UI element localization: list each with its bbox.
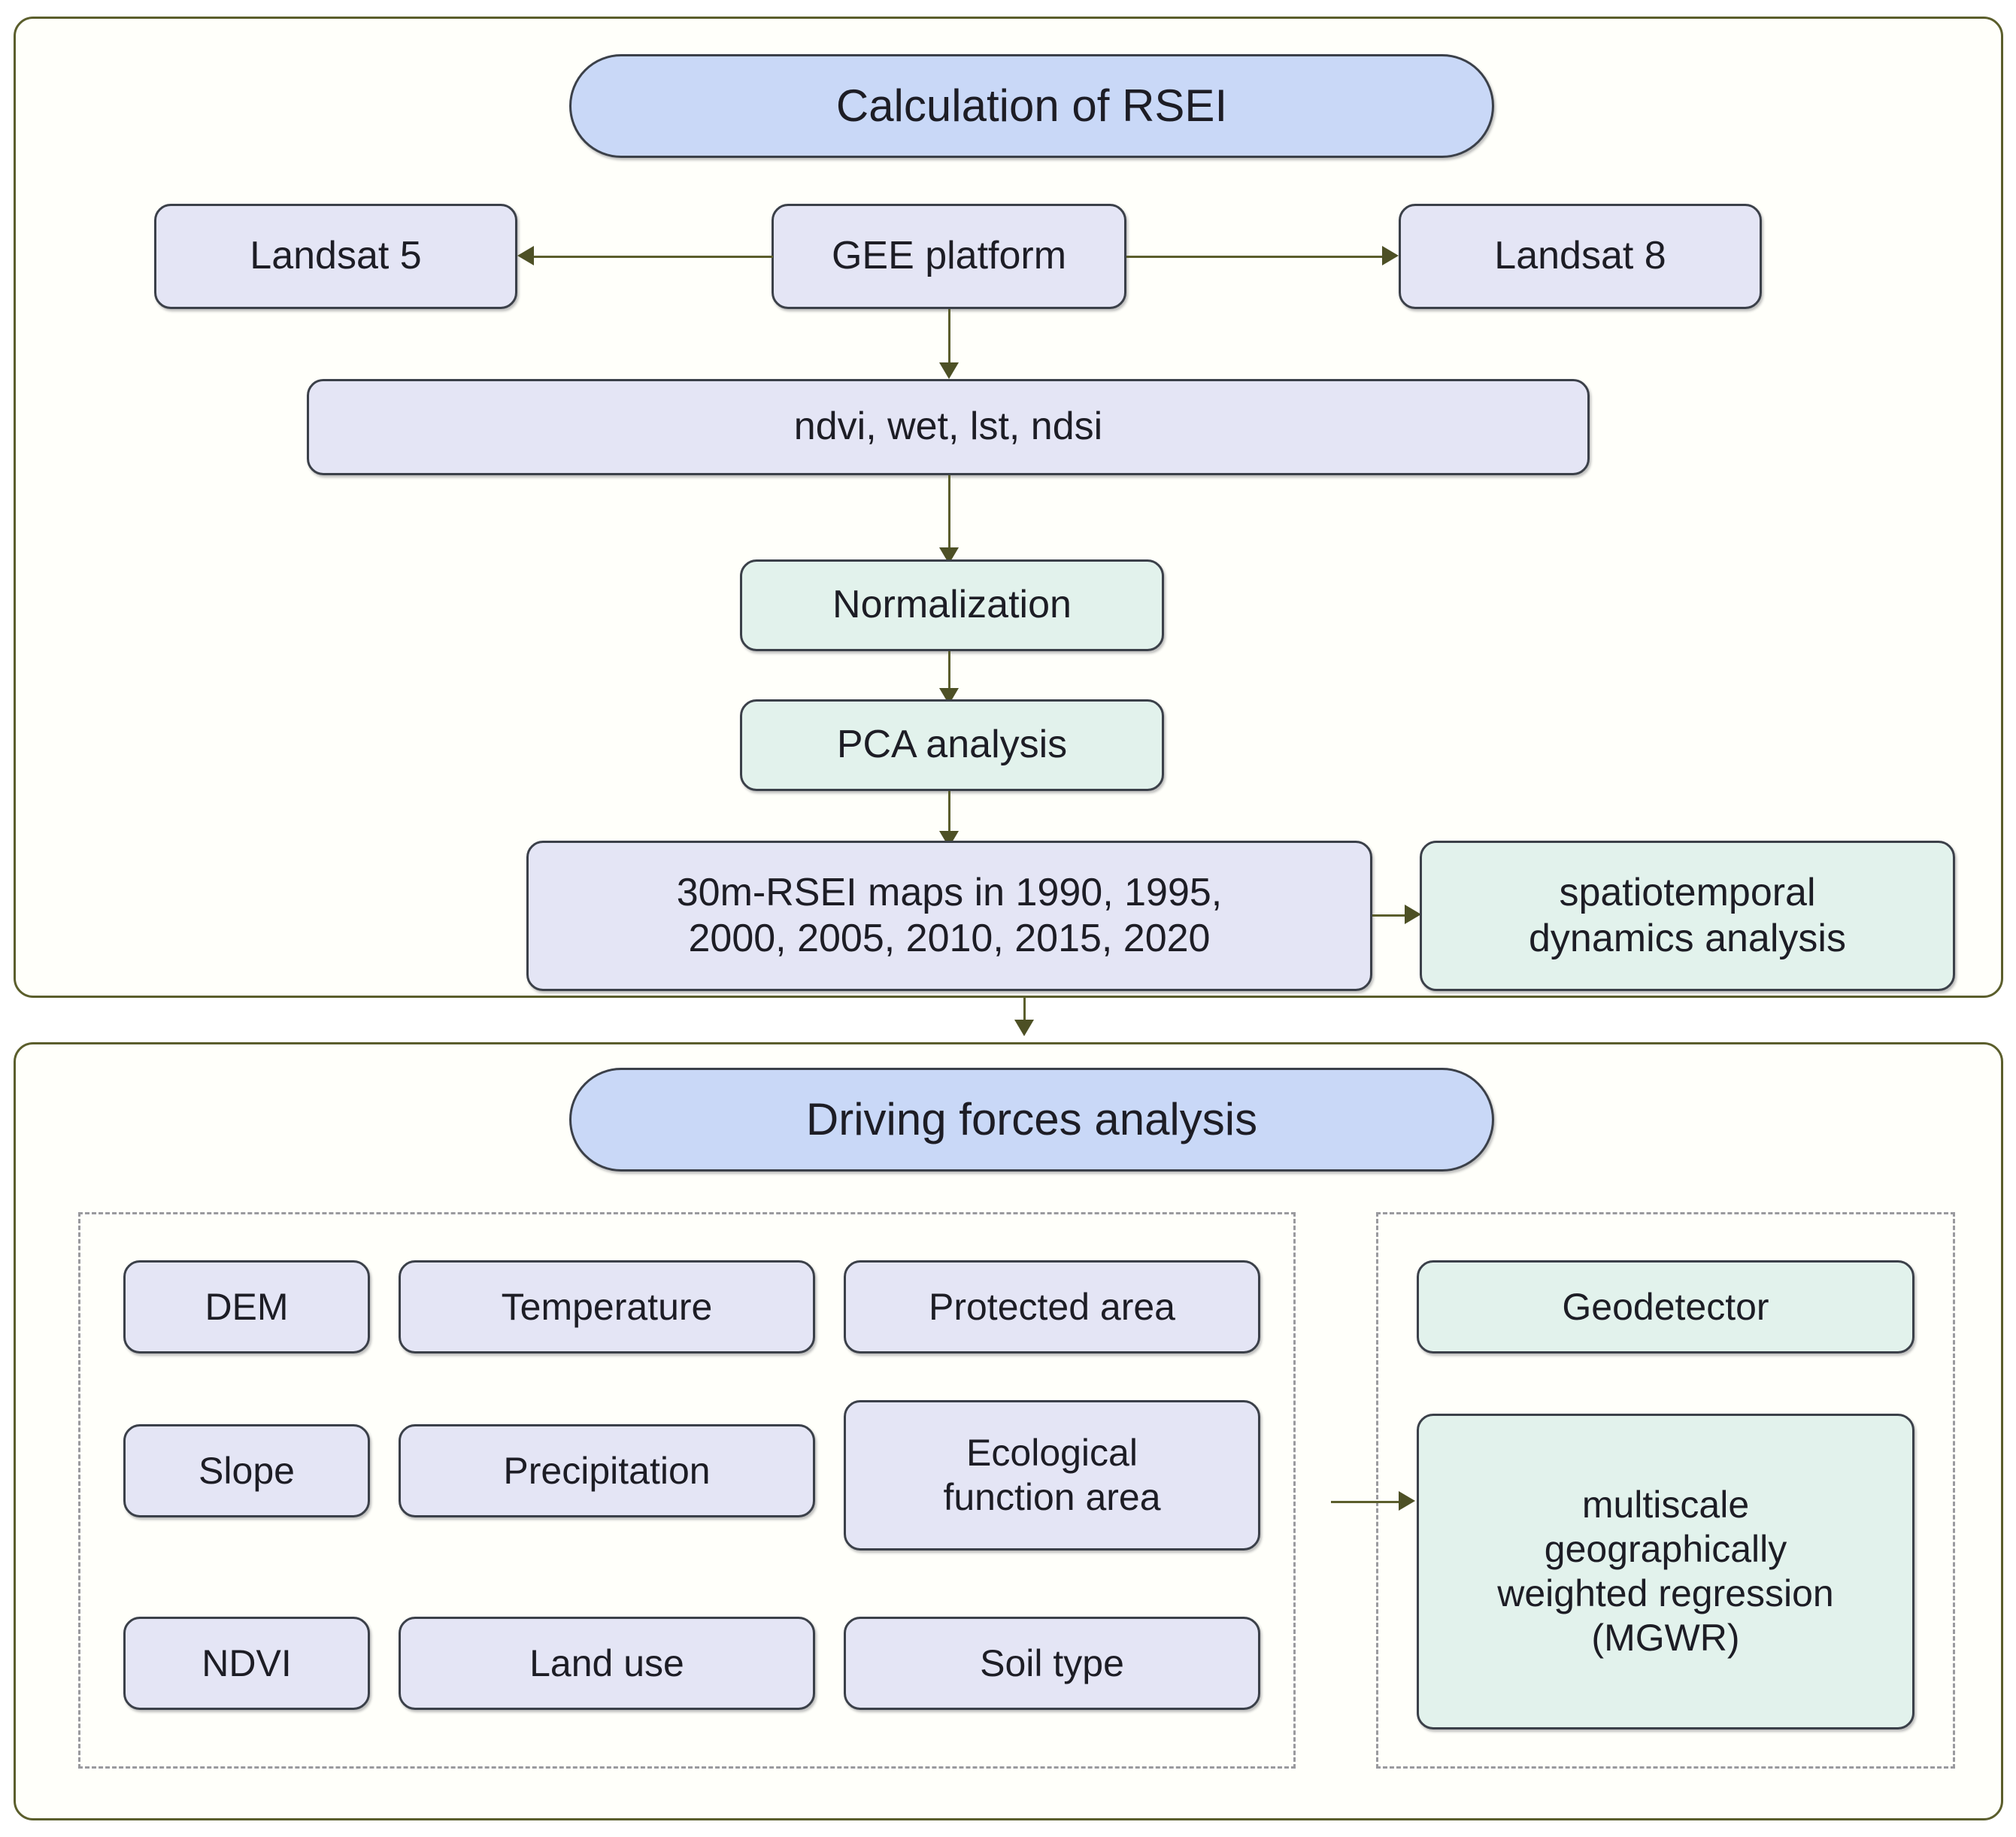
connector-gee-to-landsat8: [1126, 256, 1382, 258]
node-landsat-8[interactable]: Landsat 8: [1399, 204, 1762, 309]
connector-panel-calculation-to-panel-driving: [1023, 998, 1026, 1026]
connector-factors-to-methods: [1331, 1501, 1402, 1503]
method-mgwr[interactable]: multiscale geographically weighted regre…: [1417, 1414, 1914, 1729]
connector-normalization-to-pca: [948, 651, 950, 695]
node-pca-analysis[interactable]: PCA analysis: [740, 699, 1164, 791]
arrowhead-rsei-maps-to-spatiotemporal-icon: [1405, 905, 1421, 924]
connector-pca-to-rsei-maps: [948, 791, 950, 838]
connector-indices-to-normalization: [948, 475, 950, 554]
node-landsat-5[interactable]: Landsat 5: [154, 204, 517, 309]
arrowhead-gee-to-landsat5-icon: [517, 246, 534, 265]
header-calculation-of-rsei: Calculation of RSEI: [569, 54, 1494, 158]
node-spatiotemporal-dynamics-analysis[interactable]: spatiotemporal dynamics analysis: [1420, 841, 1955, 991]
header-driving-forces-analysis: Driving forces analysis: [569, 1068, 1494, 1172]
factor-ecological-function-area[interactable]: Ecological function area: [844, 1400, 1260, 1551]
factor-protected-area[interactable]: Protected area: [844, 1260, 1260, 1353]
arrowhead-factors-to-methods-icon: [1399, 1491, 1415, 1511]
connector-gee-to-landsat5: [534, 256, 773, 258]
node-normalization[interactable]: Normalization: [740, 559, 1164, 651]
arrowhead-gee-to-landsat8-icon: [1382, 246, 1399, 265]
factor-dem[interactable]: DEM: [123, 1260, 370, 1353]
factor-precipitation[interactable]: Precipitation: [399, 1424, 815, 1517]
group-driving-factors: [78, 1212, 1296, 1769]
connector-rsei-maps-to-spatiotemporal: [1372, 914, 1406, 917]
node-indices[interactable]: ndvi, wet, lst, ndsi: [307, 379, 1590, 475]
group-analysis-methods: [1376, 1212, 1955, 1769]
connector-gee-to-indices: [948, 309, 950, 368]
factor-slope[interactable]: Slope: [123, 1424, 370, 1517]
panel-calculation-of-rsei: [14, 17, 2003, 998]
arrowhead-gee-to-indices-icon: [939, 362, 959, 379]
factor-soil-type[interactable]: Soil type: [844, 1617, 1260, 1710]
factor-ndvi[interactable]: NDVI: [123, 1617, 370, 1710]
arrowhead-panel-link-icon: [1014, 1020, 1034, 1036]
factor-land-use[interactable]: Land use: [399, 1617, 815, 1710]
method-geodetector[interactable]: Geodetector: [1417, 1260, 1914, 1353]
factor-temperature[interactable]: Temperature: [399, 1260, 815, 1353]
node-gee-platform[interactable]: GEE platform: [772, 204, 1126, 309]
node-rsei-maps[interactable]: 30m-RSEI maps in 1990, 1995, 2000, 2005,…: [526, 841, 1372, 991]
